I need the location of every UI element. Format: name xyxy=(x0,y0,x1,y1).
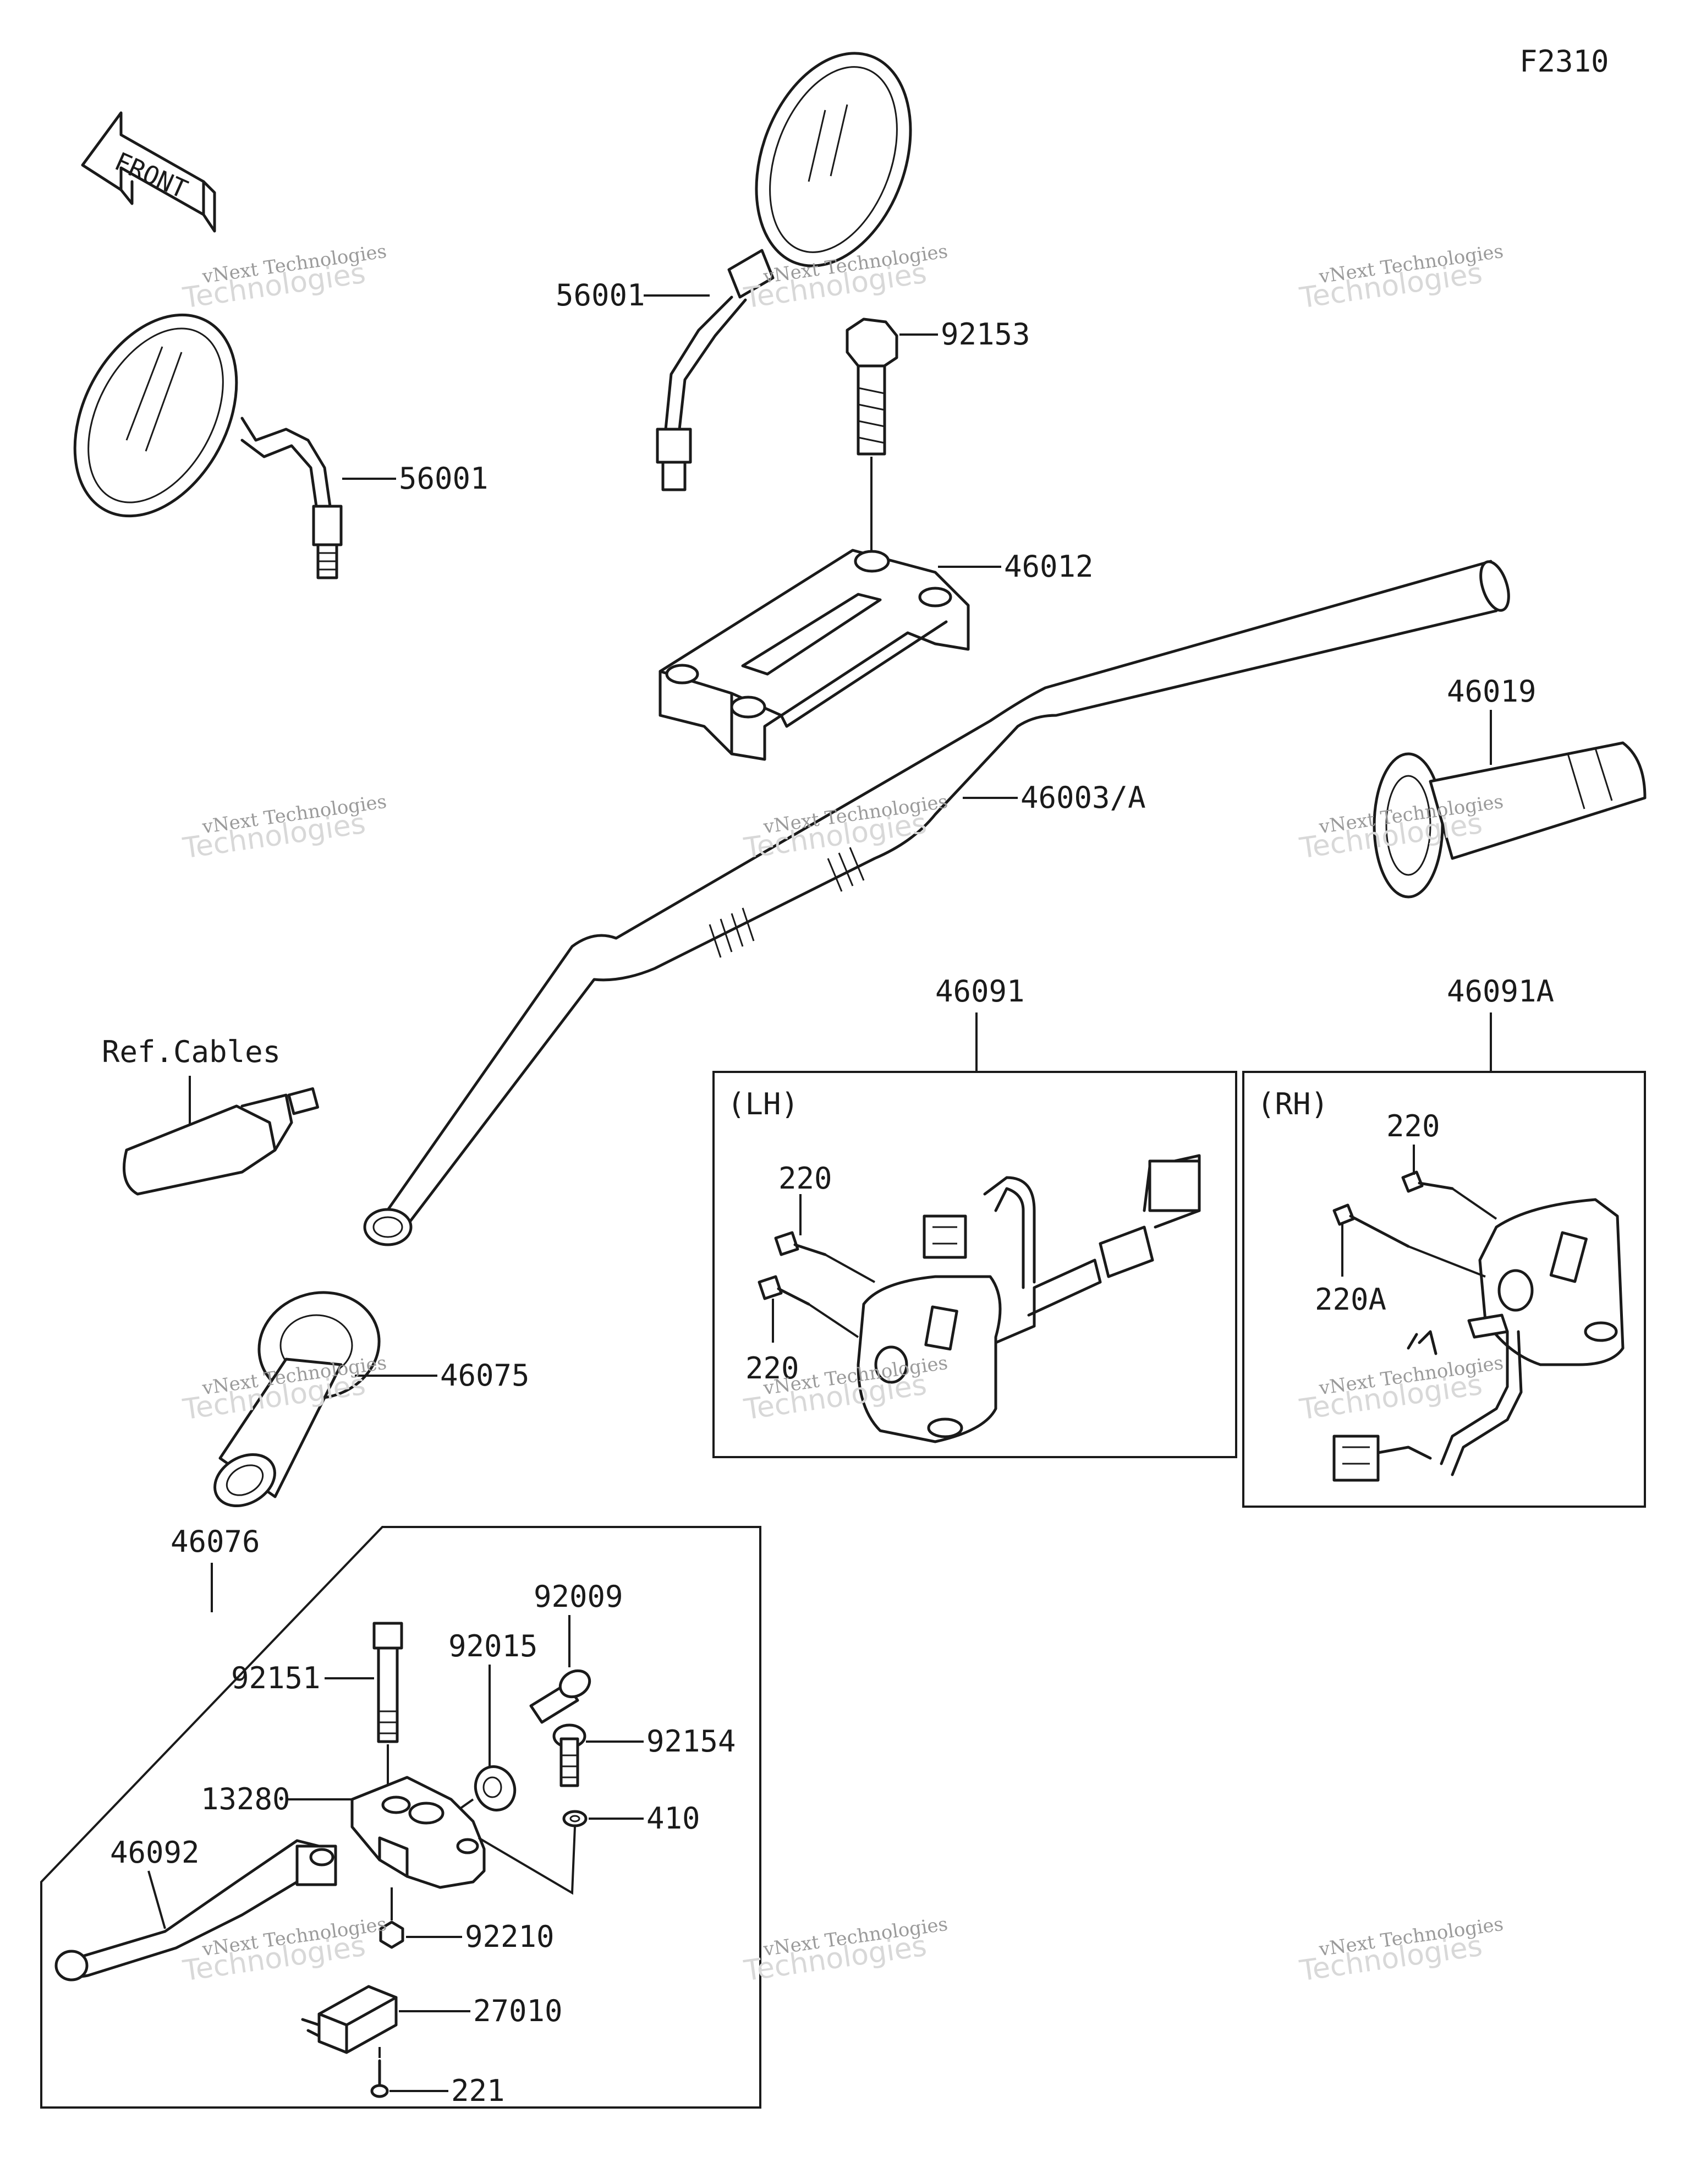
lh-screw-lower xyxy=(758,1275,859,1343)
switch-rh-housing xyxy=(1332,1198,1625,1482)
rh-tag: (RH) xyxy=(1257,1087,1329,1121)
lever-46092-label: 46092 xyxy=(110,1835,200,1870)
lever-assy-box xyxy=(40,1526,761,2109)
throttle-grip-label: 46019 xyxy=(1447,674,1537,709)
lh-screw-lower-label: 220 xyxy=(745,1351,799,1386)
switch-lh-assy-label: 46091 xyxy=(935,974,1025,1009)
washer-410-label: 410 xyxy=(646,1801,700,1836)
bolt-92154 xyxy=(552,1723,586,1787)
switch-rh-assy-label: 46091A xyxy=(1447,974,1554,1009)
mirror-left xyxy=(73,313,343,579)
switch-lh-box xyxy=(712,1071,1237,1458)
mirror-left-label: 56001 xyxy=(399,461,489,496)
lever-46092 xyxy=(54,1839,337,1982)
bolt-92153-label: 92153 xyxy=(941,317,1030,352)
rh-screw-upper-label: 220 xyxy=(1386,1109,1440,1143)
lh-screw-upper-label: 220 xyxy=(778,1161,832,1196)
rh-screw-lower-label: 220A xyxy=(1315,1282,1386,1317)
screw-221-label: 221 xyxy=(451,2073,505,2108)
rh-screw-lower xyxy=(1332,1203,1486,1278)
ref-cables-label: Ref.Cables xyxy=(102,1034,281,1069)
left-grip xyxy=(213,1291,381,1508)
front-arrow-icon: FRONT xyxy=(81,111,216,233)
bracket-13280 xyxy=(350,1776,486,1889)
figure-code: F2310 xyxy=(1519,44,1609,79)
switch-rh-box xyxy=(1242,1071,1646,1508)
mirror-right-label: 56001 xyxy=(556,278,645,313)
switch-27010-label: 27010 xyxy=(473,1994,563,2028)
switch-lh-housing xyxy=(857,1154,1201,1443)
bolt-92151 xyxy=(372,1622,403,1794)
handlebar xyxy=(363,560,1510,1246)
bolt-92153 xyxy=(846,318,898,550)
switch-27010 xyxy=(301,1985,398,2054)
ref-cables-part xyxy=(123,1076,320,1196)
screw-221 xyxy=(370,2047,389,2098)
handlebar-holder xyxy=(659,549,970,761)
lever-assy-label: 46076 xyxy=(171,1524,260,1559)
adjuster-92015-label: 92015 xyxy=(448,1629,538,1663)
mirror-right xyxy=(656,52,912,491)
rh-screw-upper xyxy=(1401,1145,1497,1220)
washer-410 xyxy=(478,1810,588,1895)
handlebar-label: 46003/A xyxy=(1020,780,1146,815)
lh-screw-upper xyxy=(774,1194,875,1283)
nut-92210-label: 92210 xyxy=(465,1919,555,1954)
left-grip-label: 46075 xyxy=(440,1358,530,1393)
lh-tag: (LH) xyxy=(727,1087,799,1121)
bolt-92009-label: 92009 xyxy=(534,1579,623,1614)
throttle-grip xyxy=(1373,710,1647,899)
bracket-13280-label: 13280 xyxy=(201,1782,290,1816)
handlebar-holder-label: 46012 xyxy=(1004,549,1094,584)
nut-92210 xyxy=(379,1887,404,1949)
bolt-92154-label: 92154 xyxy=(646,1724,736,1759)
bolt-92009 xyxy=(529,1615,591,1724)
bolt-92151-label: 92151 xyxy=(231,1661,321,1695)
